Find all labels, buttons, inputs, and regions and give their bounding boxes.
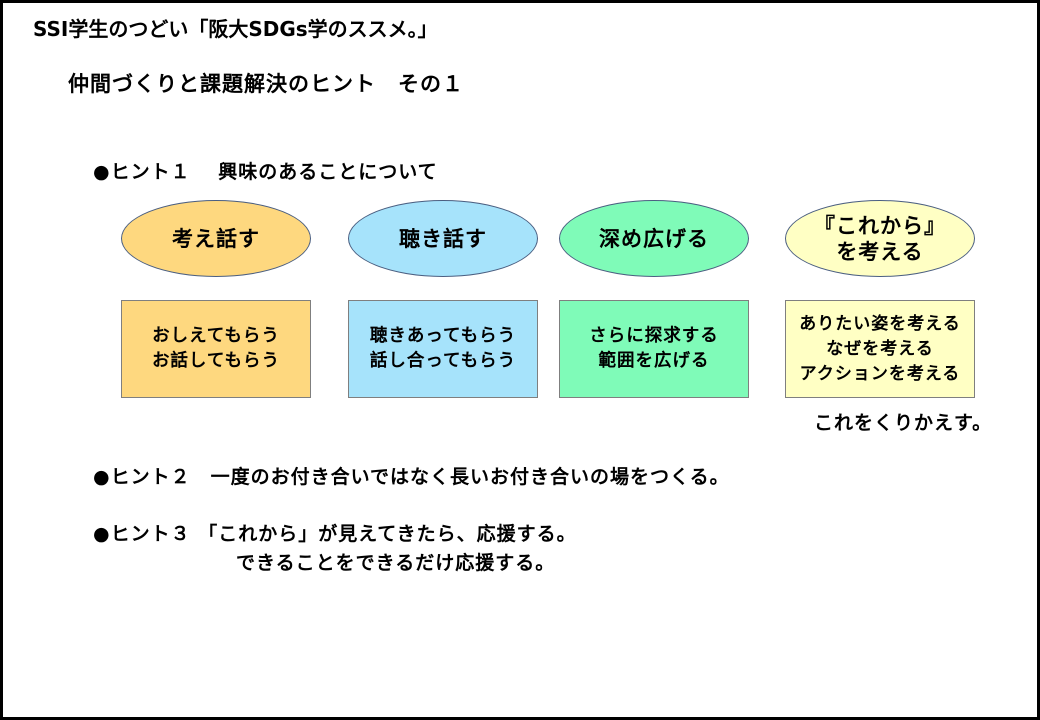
box-talk: おしえてもらう お話してもらう — [121, 300, 311, 398]
box-future: ありたい姿を考える なぜを考える アクションを考える — [785, 300, 975, 398]
repeat-note: これをくりかえす。 — [814, 412, 993, 434]
slide-subtitle: 仲間づくりと課題解決のヒント その１ — [68, 72, 464, 96]
hint-1: ●ヒント１ 興味のあることについて — [93, 161, 438, 183]
hint-3: ●ヒント３ 「これから」が見えてきたら、応援する。 できることをできるだけ応援す… — [93, 520, 577, 578]
hint-3-line-2: できることをできるだけ応援する。 — [236, 552, 556, 574]
box-deepen-text: さらに探求する 範囲を広げる — [589, 326, 719, 371]
oval-talk-label: 考え話す — [172, 226, 260, 251]
hint-3-line-1: ●ヒント３ 「これから」が見えてきたら、応援する。 — [93, 523, 577, 545]
oval-deepen-label: 深め広げる — [599, 226, 709, 251]
box-talk-text: おしえてもらう お話してもらう — [151, 326, 281, 371]
box-deepen: さらに探求する 範囲を広げる — [559, 300, 749, 398]
oval-deepen: 深め広げる — [559, 200, 749, 277]
box-future-text: ありたい姿を考える なぜを考える アクションを考える — [799, 313, 961, 384]
slide-title: SSI学生のつどい「阪大SDGs学のススメ。」 — [33, 17, 438, 41]
hint-2: ●ヒント２ 一度のお付き合いではなく長いお付き合いの場をつくる。 — [93, 466, 730, 488]
oval-talk: 考え話す — [121, 200, 311, 277]
oval-listen: 聴き話す — [348, 200, 538, 277]
oval-future-label: 『これから』 を考える — [814, 213, 946, 264]
box-listen: 聴きあってもらう 話し合ってもらう — [348, 300, 538, 398]
oval-listen-label: 聴き話す — [399, 226, 487, 251]
box-listen-text: 聴きあってもらう 話し合ってもらう — [369, 326, 517, 371]
oval-future: 『これから』 を考える — [785, 200, 975, 277]
